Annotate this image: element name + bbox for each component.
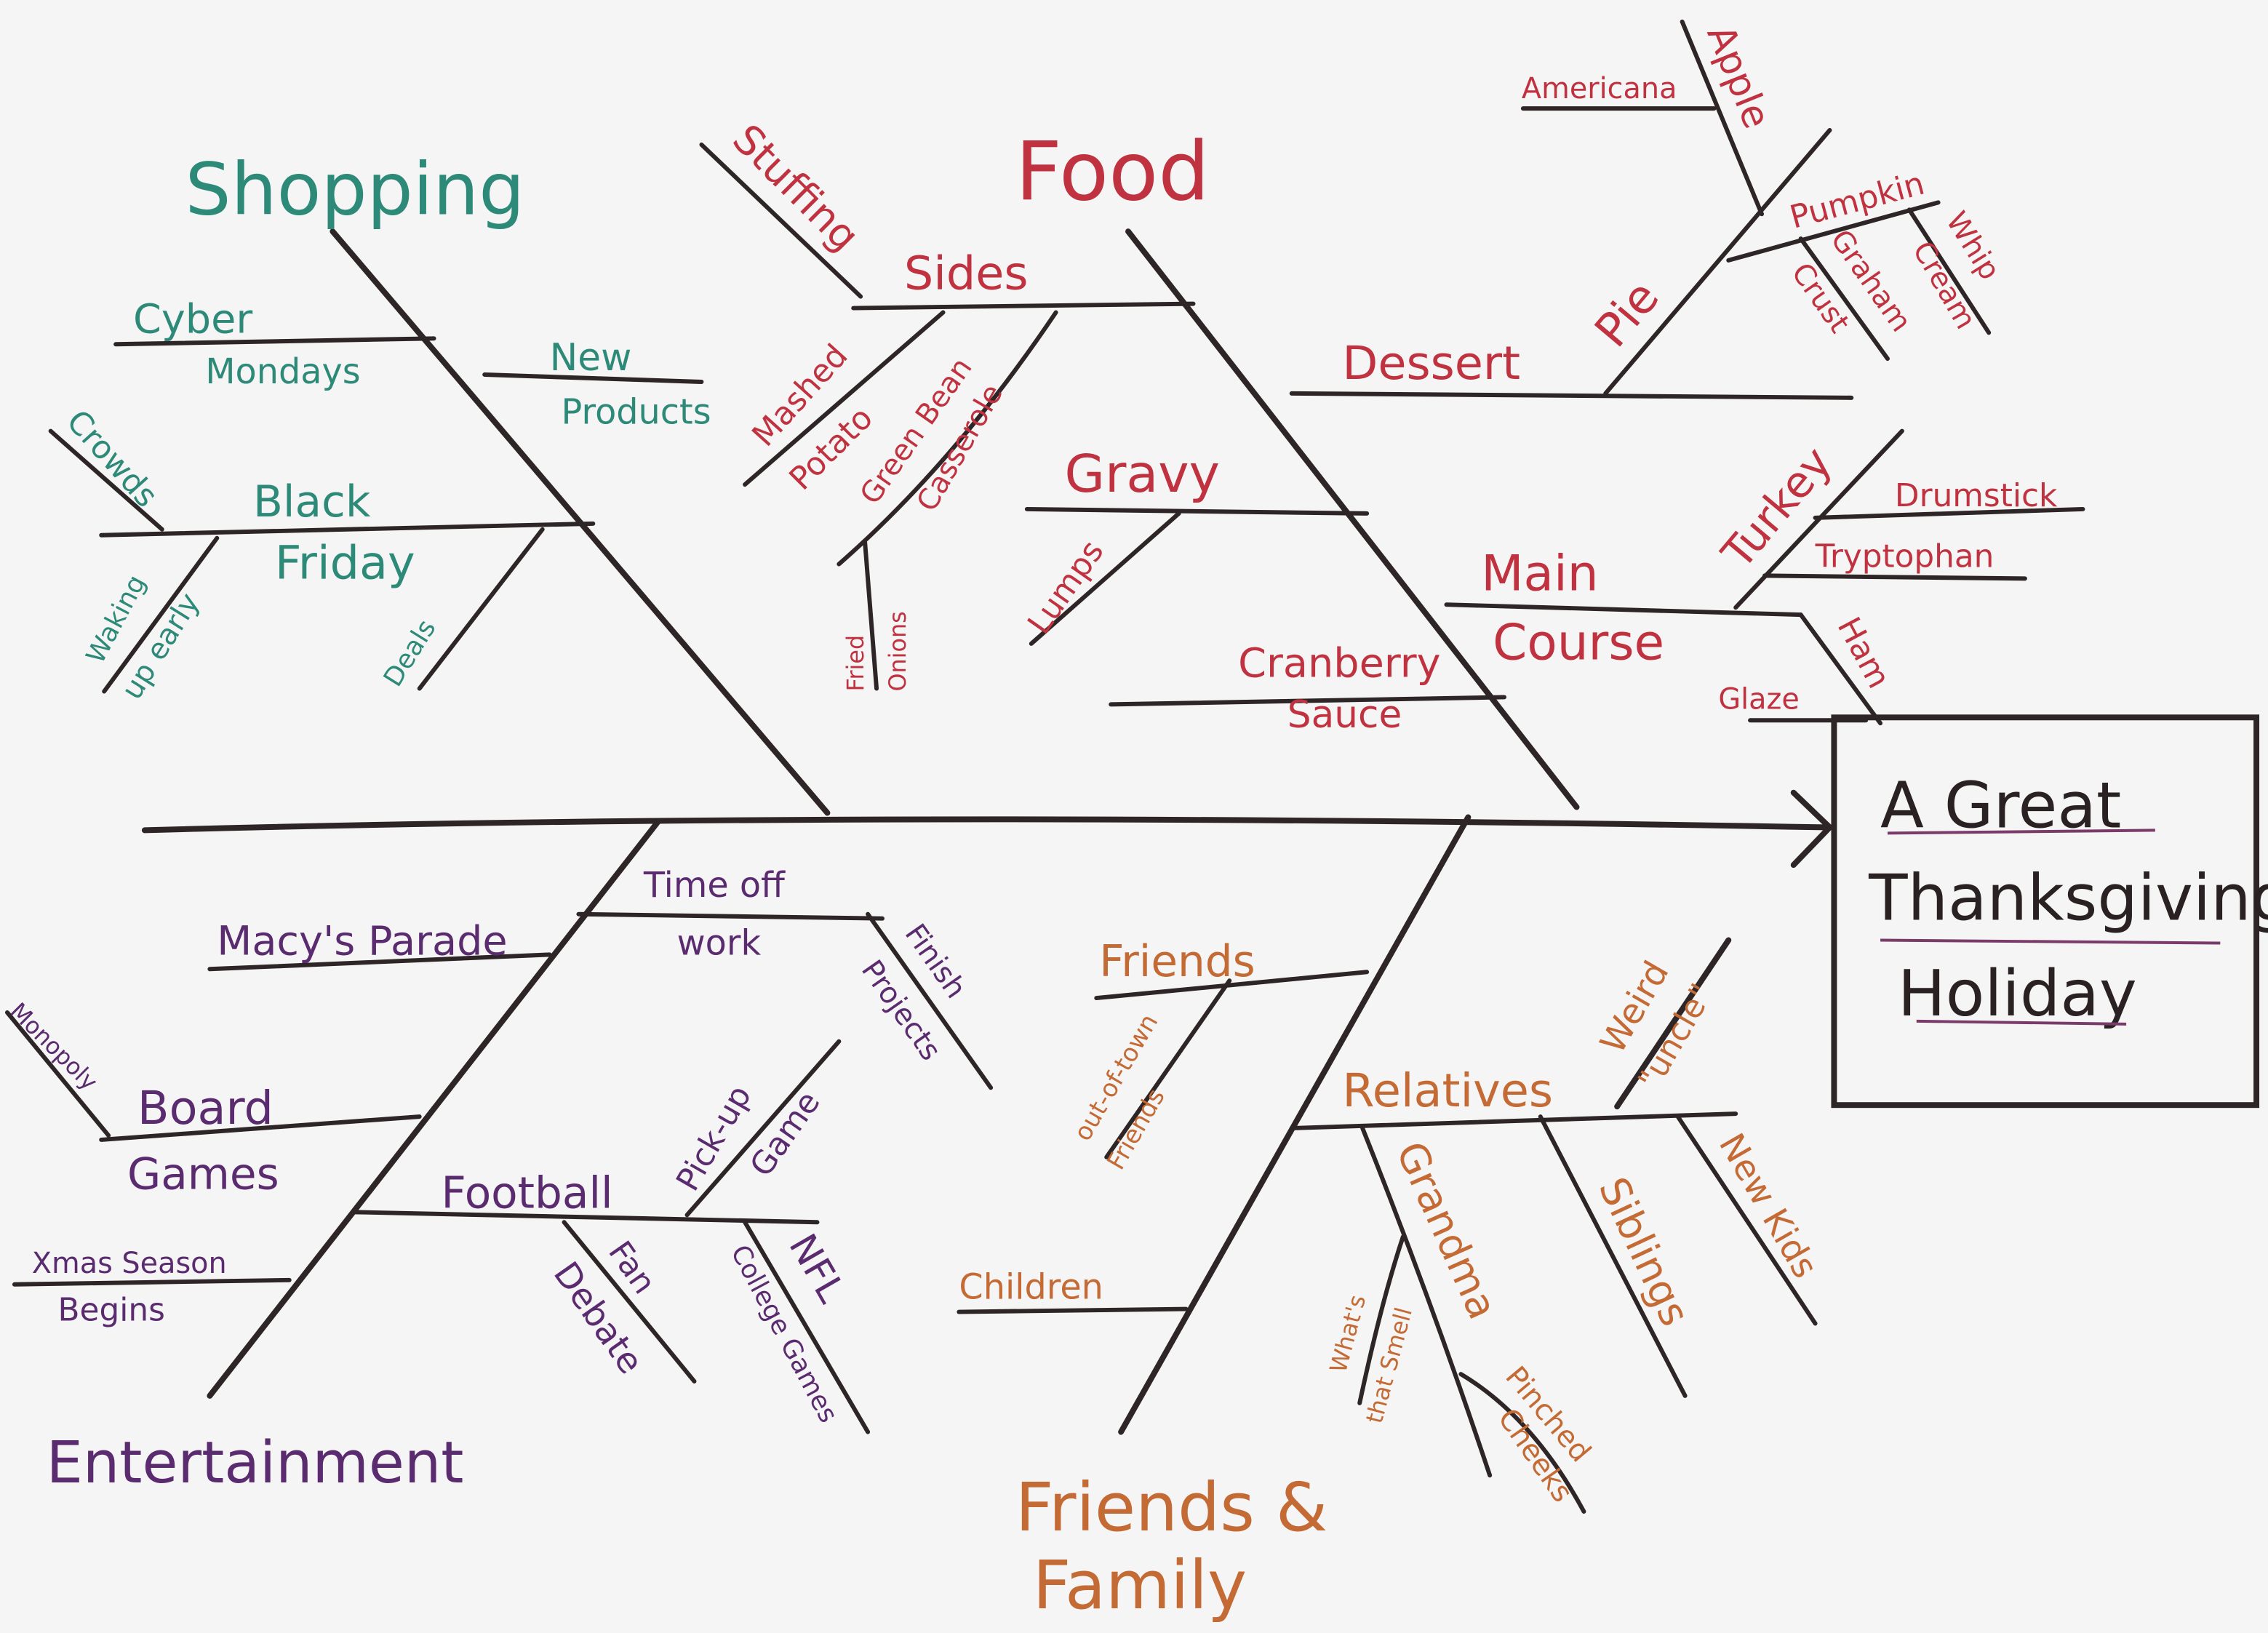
label-cranberry: Cranberry bbox=[1238, 640, 1440, 687]
effect-underlines bbox=[1880, 829, 2221, 1026]
label-football: Football bbox=[442, 1168, 613, 1218]
spine bbox=[141, 816, 1829, 834]
bone-friends-family bbox=[1118, 814, 1472, 1435]
branch-pinched-cheeks bbox=[1458, 1372, 1586, 1514]
effect-box bbox=[1831, 714, 2260, 1109]
effect-line-3: Holiday bbox=[1898, 957, 2137, 1031]
category-title-friends-family-1: Friends & bbox=[1015, 1469, 1327, 1546]
category-title-friends-family-2: Family bbox=[1033, 1546, 1247, 1624]
label-tryptophan: Tryptophan bbox=[1815, 538, 1995, 575]
branch-graham-crust bbox=[1798, 236, 1890, 362]
label-main: Main bbox=[1481, 544, 1598, 602]
label-course: Course bbox=[1493, 614, 1664, 671]
label-games: Games bbox=[127, 1150, 279, 1200]
label-black: Black bbox=[253, 477, 371, 527]
label-onions: Onions bbox=[884, 611, 911, 691]
branch-weird-uncle bbox=[1614, 937, 1732, 1110]
label-xmas-season: Xmas Season bbox=[32, 1247, 227, 1280]
branch-children bbox=[957, 1306, 1189, 1314]
branch-fried-onions bbox=[863, 540, 879, 691]
branch-deals bbox=[417, 527, 545, 691]
branch-black-friday bbox=[99, 521, 596, 538]
label-friday: Friday bbox=[275, 536, 415, 590]
branch-board-games bbox=[99, 1114, 422, 1142]
branch-pickup-game bbox=[684, 1039, 842, 1218]
category-title-entertainment: Entertainment bbox=[47, 1429, 464, 1496]
branch-siblings bbox=[1538, 1114, 1688, 1398]
branch-sides bbox=[851, 301, 1196, 311]
label-macys-parade: Macy's Parade bbox=[217, 917, 507, 965]
branch-pie bbox=[1603, 127, 1832, 396]
bone-food bbox=[1125, 228, 1580, 810]
branch-nfl bbox=[743, 1220, 871, 1434]
branch-crowds bbox=[48, 428, 164, 532]
arrow-head-icon bbox=[1790, 789, 1834, 869]
branch-cranberry-sauce bbox=[1109, 695, 1507, 707]
branch-ham bbox=[1798, 612, 1883, 726]
label-sides: Sides bbox=[904, 247, 1029, 301]
label-cyber: Cyber bbox=[133, 295, 252, 343]
label-fried: Fried bbox=[842, 635, 869, 692]
branch-xmas-season bbox=[12, 1277, 292, 1287]
branch-waking-up-early bbox=[102, 535, 220, 694]
branch-grandma bbox=[1360, 1126, 1493, 1478]
label-americana: Americana bbox=[1522, 72, 1677, 105]
bone-entertainment bbox=[207, 818, 661, 1399]
branch-new-products bbox=[482, 372, 704, 384]
branch-whip-cream bbox=[1906, 207, 1992, 335]
branch-green-bean-casserole bbox=[836, 310, 1058, 567]
branch-cyber-monday bbox=[113, 336, 436, 347]
label-products: Products bbox=[562, 393, 711, 433]
branch-macys-parade bbox=[207, 952, 552, 972]
label-work: work bbox=[677, 923, 762, 963]
branch-finish-projects bbox=[866, 911, 994, 1090]
label-begins: Begins bbox=[58, 1291, 165, 1328]
branch-apple bbox=[1680, 19, 1764, 217]
branch-stuffing bbox=[699, 142, 863, 299]
branch-whats-that-smell bbox=[1357, 1234, 1405, 1405]
branch-main-course bbox=[1444, 602, 1803, 618]
branch-friends bbox=[1094, 970, 1370, 1001]
label-children: Children bbox=[959, 1268, 1103, 1308]
branch-tryptophan bbox=[1762, 573, 2027, 581]
branch-time-off-work bbox=[576, 911, 885, 921]
label-relatives: Relatives bbox=[1342, 1064, 1553, 1118]
label-time-off: Time off bbox=[643, 866, 786, 906]
branch-gravy bbox=[1024, 506, 1370, 516]
branch-monopoly bbox=[4, 1010, 111, 1138]
label-friends: Friends bbox=[1099, 937, 1255, 987]
branch-mashed-potato bbox=[743, 310, 946, 487]
branch-fan-debate bbox=[562, 1220, 697, 1384]
category-title-shopping: Shopping bbox=[185, 148, 525, 231]
branch-drumstick bbox=[1813, 506, 2085, 520]
label-sauce: Sauce bbox=[1287, 693, 1402, 737]
label-dessert: Dessert bbox=[1342, 337, 1520, 391]
label-drumstick: Drumstick bbox=[1895, 477, 2058, 514]
label-glaze: Glaze bbox=[1718, 682, 1800, 716]
label-board: Board bbox=[137, 1082, 273, 1135]
effect-line-2: Thanksgiving bbox=[1868, 861, 2268, 935]
branch-football bbox=[352, 1210, 820, 1225]
branch-out-of-town-friends bbox=[1104, 978, 1232, 1159]
branch-relatives bbox=[1289, 1111, 1738, 1131]
label-mondays: Mondays bbox=[205, 352, 360, 392]
branch-dessert bbox=[1289, 391, 1854, 400]
branch-new-kids bbox=[1675, 1114, 1818, 1326]
branch-pumpkin bbox=[1726, 200, 1941, 263]
branch-lumps bbox=[1029, 511, 1181, 646]
label-new: New bbox=[550, 336, 632, 380]
category-title-food: Food bbox=[1015, 125, 1210, 219]
label-gravy: Gravy bbox=[1065, 444, 1220, 504]
